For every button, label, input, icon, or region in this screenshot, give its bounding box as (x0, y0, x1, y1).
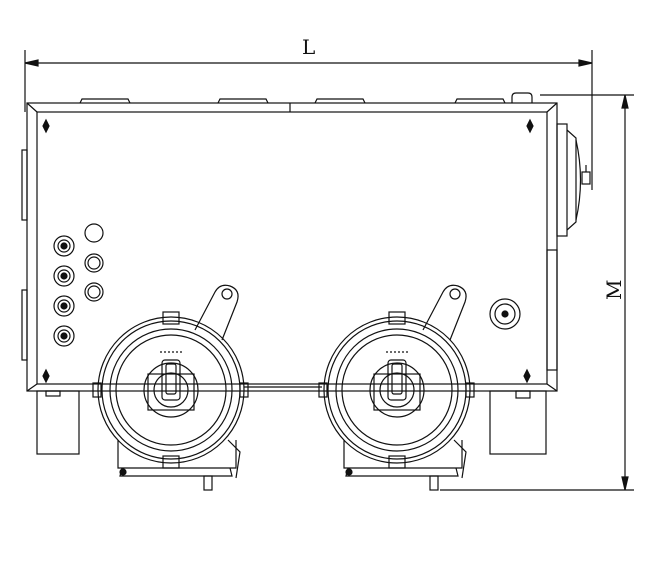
enclosure-body (21, 92, 558, 392)
left-foot (36, 390, 80, 455)
right-foot (489, 390, 547, 455)
dimension-l-label: L (302, 35, 315, 59)
dimension-m-label: M (602, 280, 626, 300)
plug-holes (84, 223, 104, 302)
dimension-m (440, 94, 634, 491)
cable-glands (53, 235, 75, 347)
connector-right (318, 284, 475, 491)
corner-bolts (42, 118, 534, 384)
rotary-switch (489, 298, 521, 330)
dimension-l (24, 50, 593, 190)
connector-left (92, 284, 249, 491)
side-flange (546, 123, 591, 371)
